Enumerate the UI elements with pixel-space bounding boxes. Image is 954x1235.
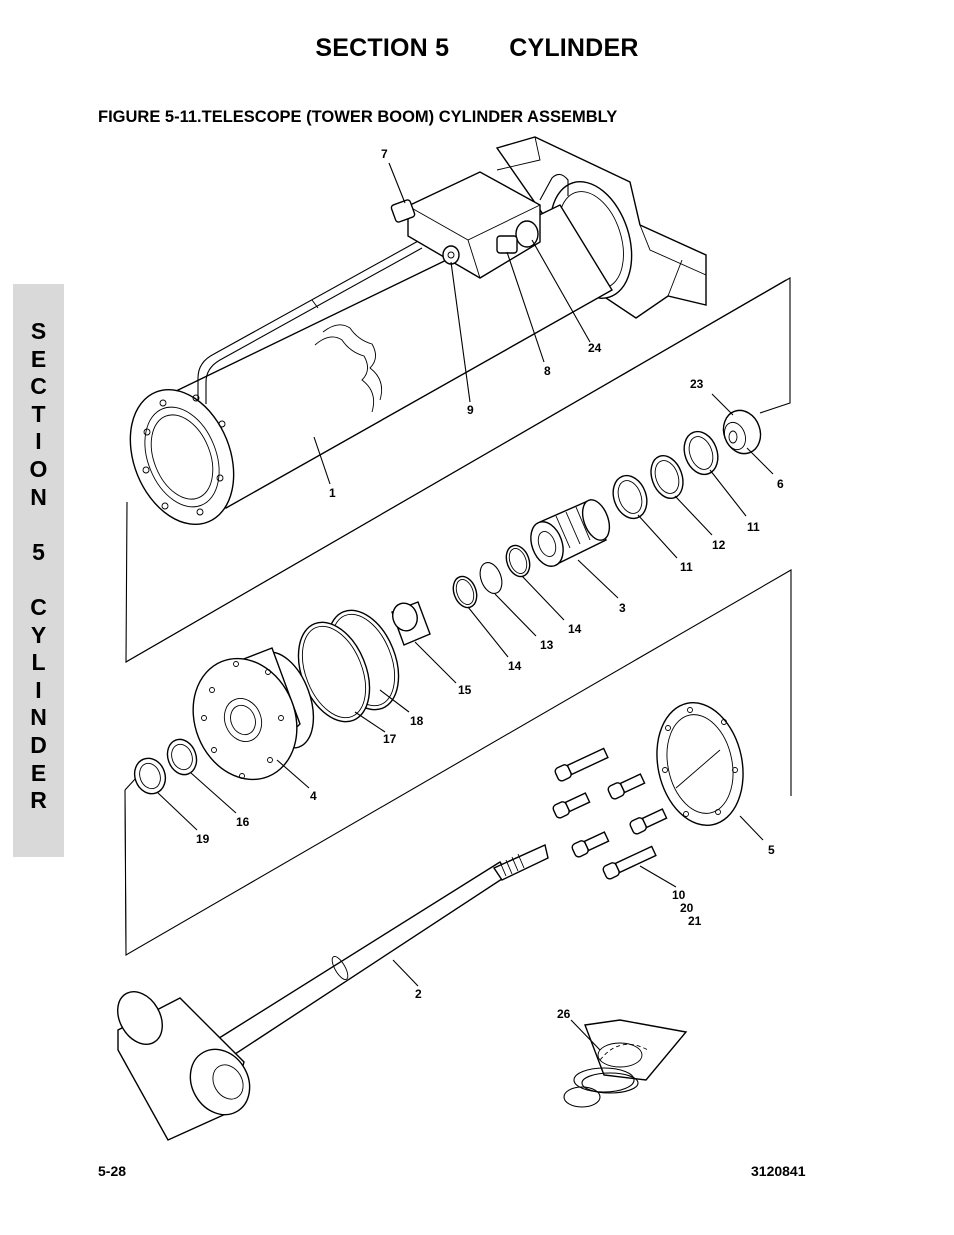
callout-11: 11 [680,560,693,574]
side-tab-letter: E [30,345,47,372]
callout-18: 18 [410,714,424,728]
callout-26: 26 [557,1007,571,1021]
side-tab-letter: O [29,455,48,482]
document-number: 3120841 [751,1163,806,1179]
side-tab-letter: D [30,731,47,758]
side-tab-letter: E [30,759,47,786]
piston-rod [117,844,549,1141]
callout-20: 20 [680,901,694,915]
callout-2: 2 [415,987,422,1001]
callout-19: 19 [196,832,210,846]
callout-8: 8 [544,364,551,378]
callout-13: 13 [540,638,554,652]
callout-leaders [156,162,774,1051]
piston [530,499,611,567]
side-tab-letter: N [30,704,47,731]
callout-12: 12 [712,538,726,552]
callout-21: 21 [688,914,702,928]
callout-23: 23 [690,377,704,391]
callout-7: 7 [381,147,388,161]
page-number: 5-28 [98,1163,127,1179]
callout-14: 14 [568,622,582,636]
valve-block [390,171,541,279]
cylinder-head [192,647,315,781]
callout-16: 16 [236,815,250,829]
side-tab-letter: R [30,787,47,814]
wiper-and-rod-seal [133,738,198,795]
wear-ring [391,601,431,646]
callout-11: 11 [747,520,760,534]
side-tab-letter: T [31,400,46,427]
callout-14: 14 [508,659,522,673]
callout-17: 17 [383,732,397,746]
callout-9: 9 [467,403,474,417]
cylinder-barrel [129,204,613,526]
callout-4: 4 [310,789,317,803]
side-tab-letter: C [30,373,47,400]
assembly-outline-lines [124,277,792,956]
section-title: CYLINDER [509,34,639,62]
head-seals [297,609,400,723]
side-tab-letter: N [30,483,47,510]
o-rings [452,544,531,609]
section-side-tab[interactable]: S E C T I O N 5 C Y L I N D E R [13,284,64,857]
callout-labels: 7 24 8 9 23 1 6 11 12 11 3 14 13 14 15 1… [196,147,784,1021]
section-header: SECTION 5 CYLINDER [0,34,954,63]
side-tab-letter: L [31,649,46,676]
callout-3: 3 [619,601,626,615]
side-tab-letter: I [35,428,42,455]
side-tab-letter: I [35,676,42,703]
side-tab-letter: 5 [32,538,45,565]
callout-24: 24 [588,341,602,355]
side-tab-letter: Y [30,621,47,648]
section-number: SECTION 5 [315,34,450,62]
piston-seals [612,430,719,520]
callout-10: 10 [672,888,686,902]
callout-15: 15 [458,683,472,697]
callout-6: 6 [777,477,784,491]
gland-nut [722,409,762,455]
hydraulic-tube [197,173,569,404]
figure-title: FIGURE 5-11.TELESCOPE (TOWER BOOM) CYLIN… [98,108,618,126]
capscrews [552,747,668,880]
callout-5: 5 [768,843,775,857]
side-tab-letter: C [30,593,47,620]
callout-1: 1 [329,486,336,500]
side-tab-letter: S [30,318,47,344]
mounting-flange [656,702,744,826]
seal-kit [563,1019,688,1108]
